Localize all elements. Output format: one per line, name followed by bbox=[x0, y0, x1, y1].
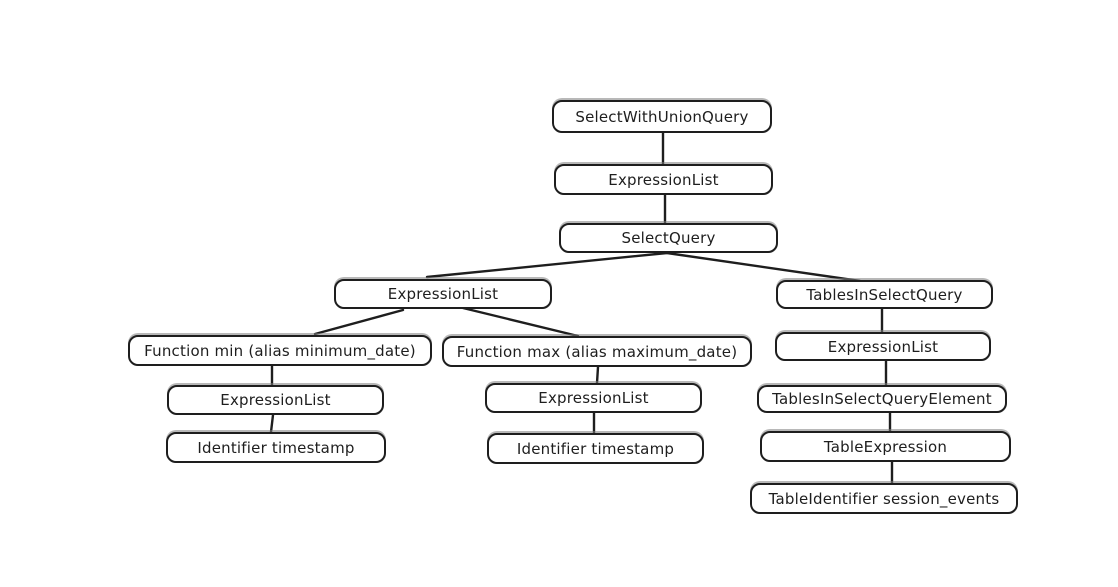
node-select-query: SelectQuery bbox=[559, 223, 778, 253]
edge-selectquery-expressionlist-left bbox=[425, 251, 669, 279]
node-identifier-timestamp-max: Identifier timestamp bbox=[487, 433, 704, 464]
node-expression-list-under-max: ExpressionList bbox=[485, 383, 702, 413]
node-function-max: Function max (alias maximum_date) bbox=[442, 336, 752, 367]
node-tables-in-select-query-element: TablesInSelectQueryElement bbox=[757, 385, 1007, 413]
node-table-expression: TableExpression bbox=[760, 431, 1011, 462]
node-tables-in-select-query: TablesInSelectQuery bbox=[776, 280, 993, 309]
node-identifier-timestamp-min: Identifier timestamp bbox=[166, 432, 386, 463]
node-function-min: Function min (alias minimum_date) bbox=[128, 335, 432, 366]
edge-expressionlist-functionmin bbox=[313, 308, 405, 336]
edge-functionmax-expressionlist bbox=[595, 365, 600, 385]
edge-expressionlist-functionmax bbox=[461, 306, 580, 338]
node-expression-list-left: ExpressionList bbox=[334, 279, 552, 309]
node-table-identifier: TableIdentifier session_events bbox=[750, 483, 1018, 514]
node-select-with-union-query: SelectWithUnionQuery bbox=[552, 100, 772, 133]
node-expression-list-right: ExpressionList bbox=[775, 332, 991, 361]
node-expression-list-top: ExpressionList bbox=[554, 164, 773, 195]
edge-selectquery-tablesinselectquery bbox=[665, 251, 862, 283]
edge-expressionlist-identifier-min bbox=[269, 413, 275, 434]
node-expression-list-under-min: ExpressionList bbox=[167, 385, 384, 415]
